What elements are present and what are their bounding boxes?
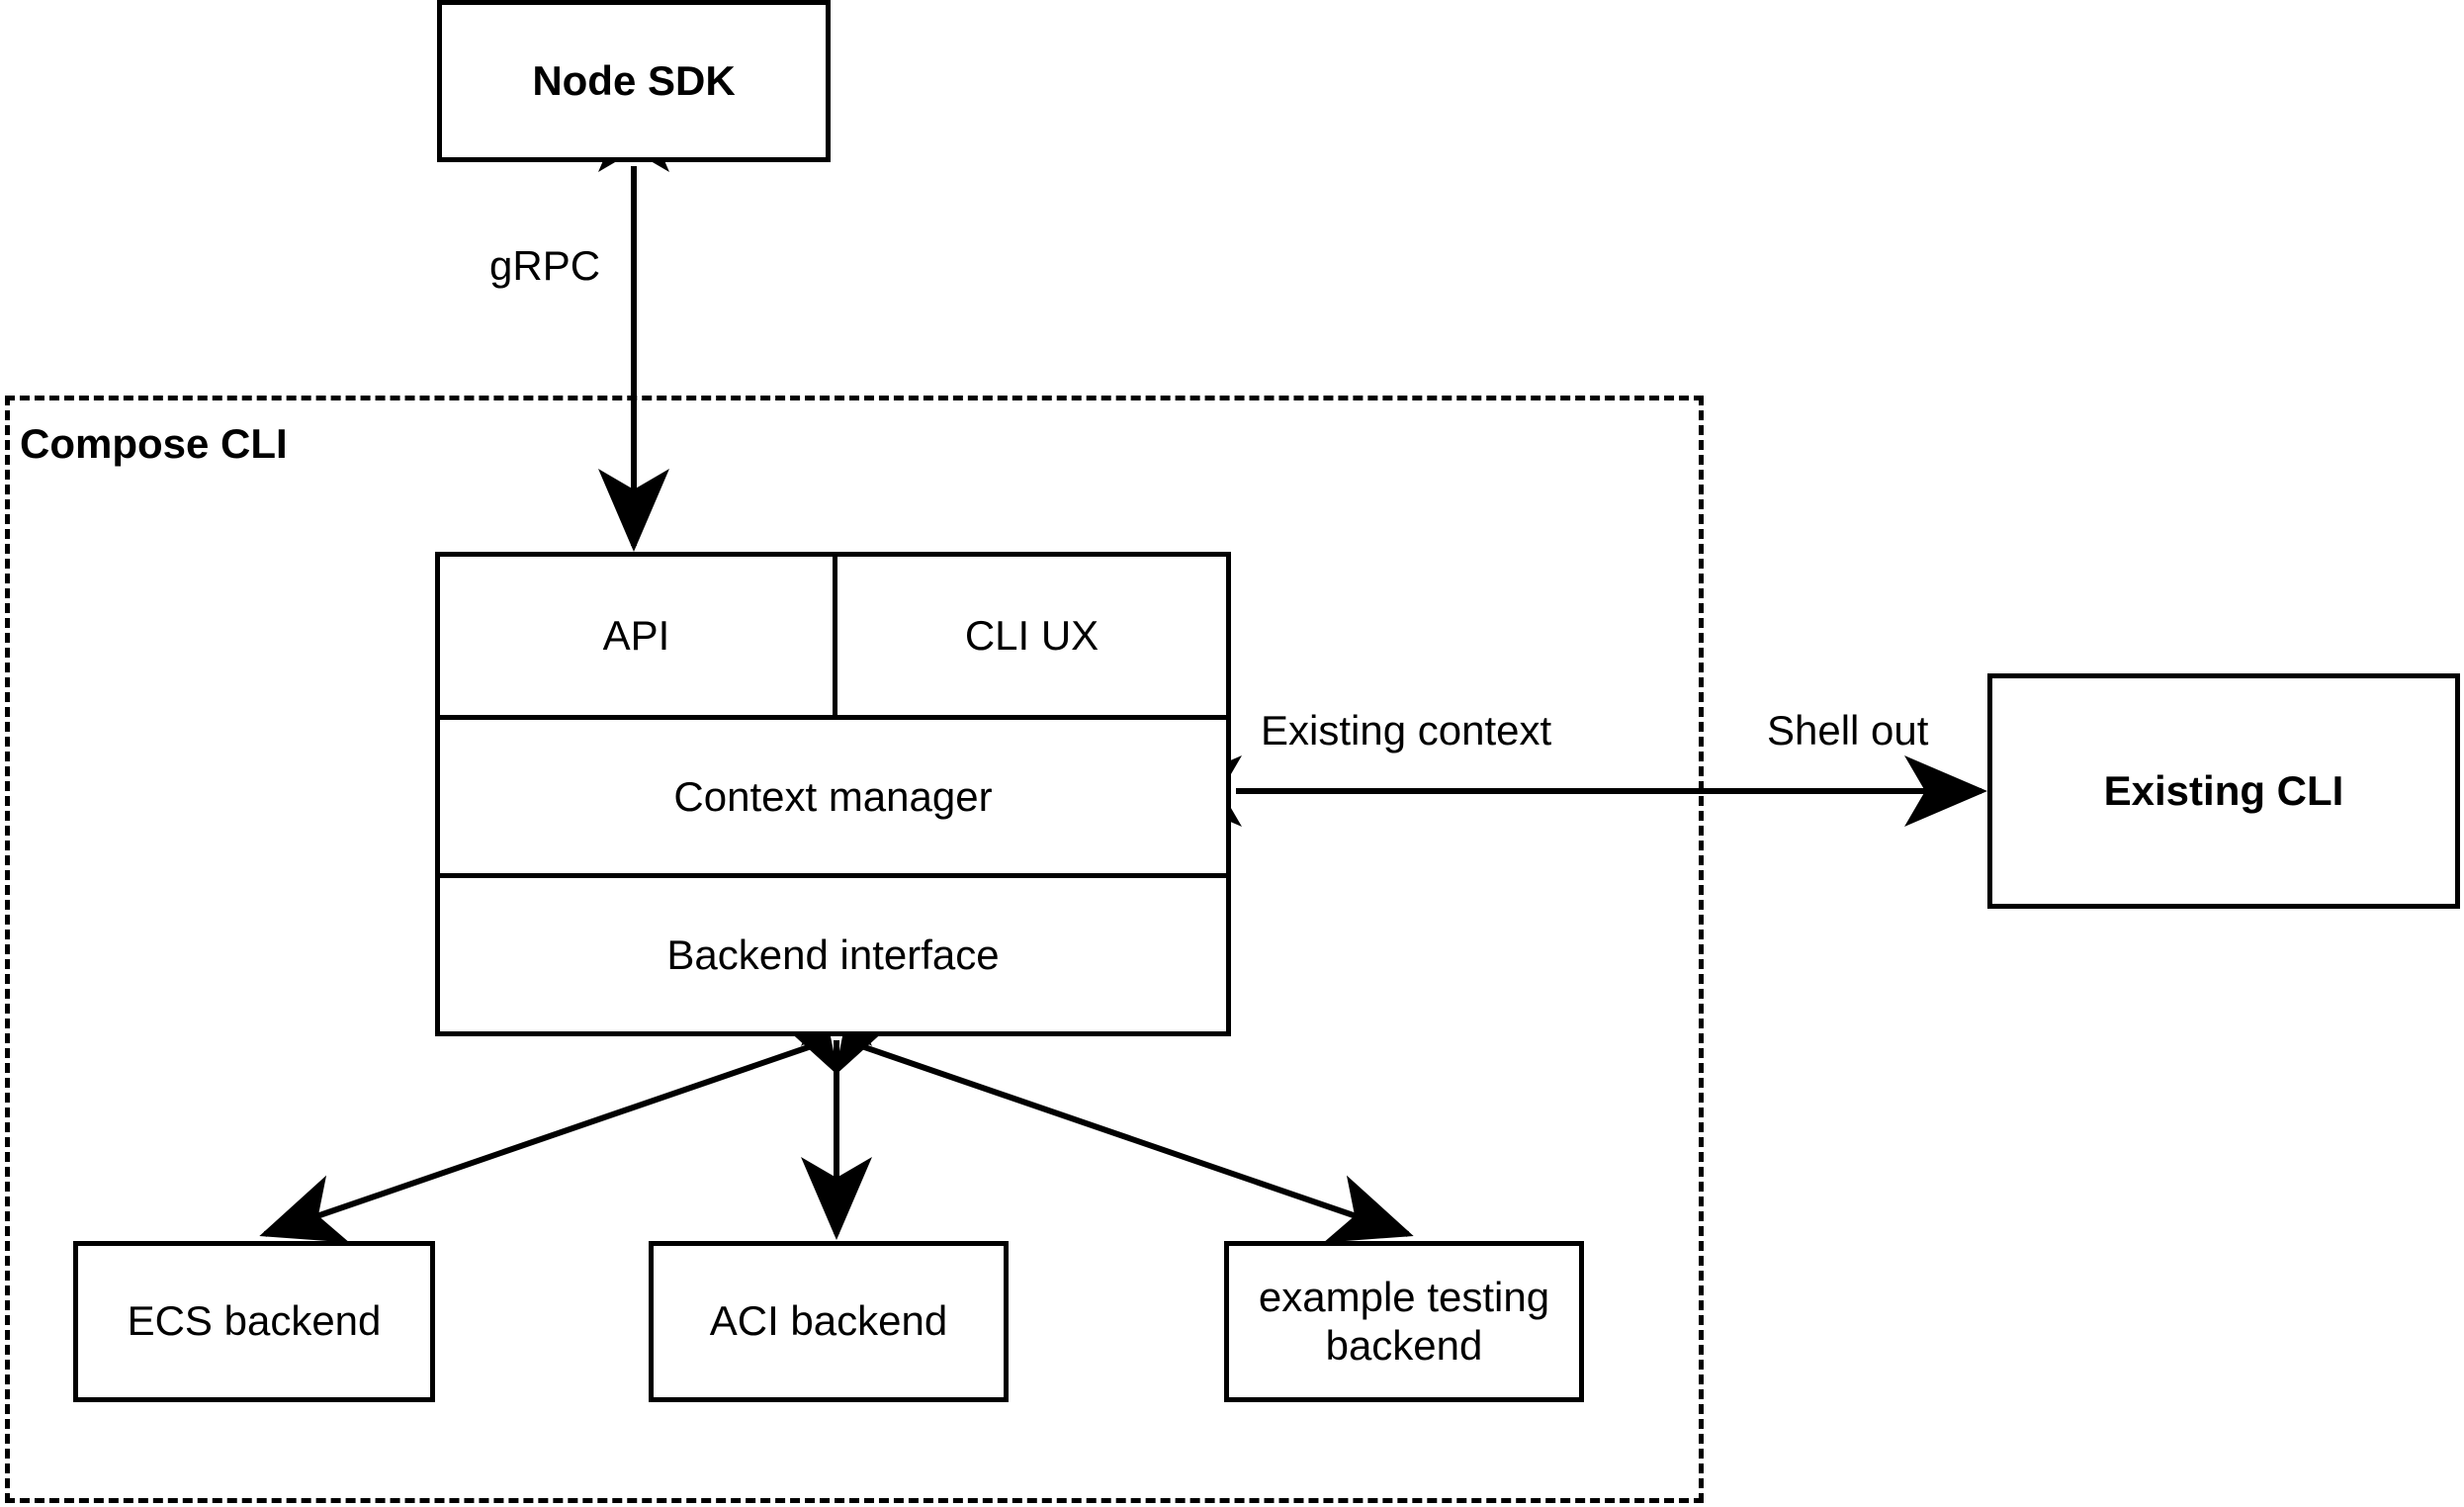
- edge-backend-example: [771, 1008, 1414, 1243]
- existing-cli-label: Existing CLI: [2103, 766, 2344, 814]
- stack-row-api-cliux: API CLI UX: [440, 557, 1226, 715]
- ecs-backend-box[interactable]: ECS backend: [73, 1241, 435, 1402]
- node-sdk-label: Node SDK: [532, 56, 736, 104]
- existing-cli-box[interactable]: Existing CLI: [1987, 673, 2460, 909]
- edge-label-existing-context: Existing context: [1261, 707, 1552, 754]
- cell-api-label: API: [602, 612, 670, 659]
- node-sdk-box[interactable]: Node SDK: [437, 0, 831, 162]
- cell-api[interactable]: API: [440, 557, 833, 715]
- edge-label-grpc: gRPC: [489, 242, 601, 289]
- aci-backend-box[interactable]: ACI backend: [649, 1241, 1009, 1402]
- cell-context-manager[interactable]: Context manager: [440, 720, 1226, 873]
- stack-row-backend-interface: Backend interface: [440, 873, 1226, 1031]
- cell-context-manager-label: Context manager: [673, 772, 993, 820]
- edge-backend-ecs: [259, 1008, 902, 1243]
- compose-cli-group: [5, 396, 1704, 1503]
- edge-label-shell-out: Shell out: [1767, 707, 1929, 754]
- compose-cli-core-stack: API CLI UX Context manager Backend inter…: [435, 552, 1231, 1036]
- example-testing-backend-box[interactable]: example testing backend: [1224, 1241, 1584, 1402]
- cell-cli-ux-label: CLI UX: [964, 612, 1100, 659]
- aci-backend-label: ACI backend: [709, 1297, 948, 1345]
- cell-backend-interface-label: Backend interface: [666, 931, 1000, 978]
- cell-backend-interface[interactable]: Backend interface: [440, 878, 1226, 1031]
- example-testing-backend-label: example testing backend: [1258, 1274, 1550, 1369]
- stack-row-context-manager: Context manager: [440, 715, 1226, 873]
- compose-cli-group-label: Compose CLI: [20, 420, 288, 467]
- ecs-backend-label: ECS backend: [127, 1297, 382, 1345]
- cell-cli-ux[interactable]: CLI UX: [833, 557, 1226, 715]
